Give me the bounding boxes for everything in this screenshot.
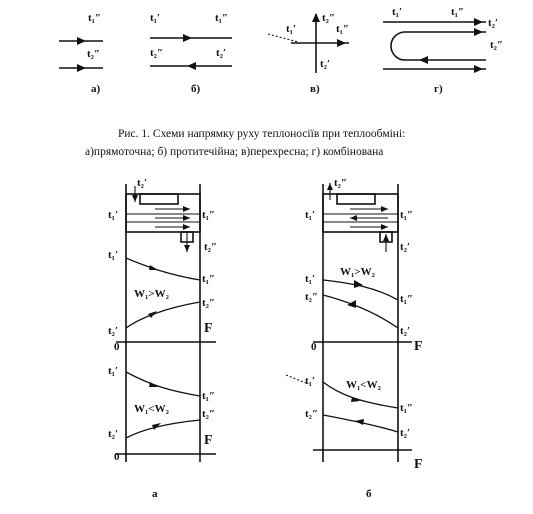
arrowhead-icon (474, 18, 483, 26)
scheme-g-combined-flow: t₁′ t₁″ t₂′ t₂″ г) (383, 6, 503, 95)
caption-line-2: а)прямоточна; б) протитечійна; в)перехре… (85, 146, 383, 158)
zero-label: 0 (114, 451, 120, 463)
label-t2-start: t₂″ (305, 291, 318, 303)
label-t2-out: t₂″ (490, 39, 503, 51)
arrowhead-icon (183, 34, 192, 42)
axis-f-label: F (414, 457, 423, 472)
label-t1-in: t₁′ (392, 6, 402, 18)
label-t2-end: t₂″ (202, 408, 215, 420)
arrowhead-icon (77, 64, 86, 72)
diagram-a-parallel: t₂′ t₁′ t₁″ t₂″ t₁′ t₁″ t₂″ t₂′ W₁>W₂ F … (108, 177, 217, 500)
exchanger-shell (322, 193, 399, 233)
condition-label: W₁<W₂ (134, 403, 170, 415)
label-t1-end: t₁″ (400, 402, 413, 414)
label-t1-start: t₁′ (108, 365, 118, 377)
exchanger-shell (125, 193, 201, 233)
inlet-nozzle (139, 193, 179, 205)
label-t2-out: t₂″ (150, 47, 163, 59)
arrowhead-icon (312, 13, 320, 22)
condition-label: W₁>W₂ (134, 288, 170, 300)
label-t2-end: t₂′ (400, 325, 410, 337)
label-t1-out: t₁″ (215, 12, 228, 24)
label-t1-in: t₁′ (150, 12, 160, 24)
scheme-a-parallel-flow: t₁″ t₂″ а) (59, 12, 103, 95)
arrowhead-icon (351, 397, 360, 402)
arrowhead-icon (77, 37, 86, 45)
arrowhead-icon (419, 56, 428, 64)
scheme-label: б) (191, 83, 201, 95)
t1-curve (125, 257, 201, 281)
label-t1-out: t₁″ (202, 209, 215, 221)
label-t1-start: t₁′ (108, 249, 118, 261)
caption-line-1: Рис. 1. Схеми напрямку руху теплоносіїв … (118, 128, 405, 140)
label-t2-out-top: t₂″ (334, 177, 347, 189)
scheme-v-cross-flow: t₁′ t₁″ t₂″ t₂′ в) (267, 12, 349, 95)
label-t1-in: t₁′ (108, 209, 118, 221)
scheme-label: в) (310, 83, 320, 95)
t1-curve (322, 279, 399, 301)
arrowhead-icon (148, 311, 157, 318)
label-t1-start: t₁′ (305, 273, 315, 285)
label-t2-in: t₂′ (216, 47, 226, 59)
label-t1-end: t₁″ (202, 273, 215, 285)
arrowhead-icon (347, 300, 356, 308)
leader-line (285, 374, 307, 384)
arrowhead-icon (474, 65, 483, 73)
label-t2-end: t₂″ (202, 297, 215, 309)
diagram-label: а (152, 488, 158, 500)
label-t2-start: t₂′ (108, 325, 118, 337)
label-t2-in-side: t₂′ (400, 241, 410, 253)
arrowhead-icon (355, 419, 364, 425)
arrowhead-icon (354, 280, 363, 288)
label-t1-in: t₁′ (305, 209, 315, 221)
t2-curve (125, 419, 201, 439)
t1-curve (125, 371, 201, 397)
axis-f-label: F (414, 339, 423, 354)
diagram-label: б (366, 488, 372, 500)
label-t2-in: t₂′ (320, 58, 330, 70)
arrowhead-icon (152, 423, 161, 430)
arrowhead-icon (187, 62, 196, 70)
t2-curve (322, 294, 399, 329)
label-t2-start: t₂′ (108, 428, 118, 440)
leader-line (267, 33, 299, 43)
condition-label: W₁<W₂ (346, 379, 382, 391)
u-tube-flow (390, 31, 486, 61)
label-t1-out: t₁″ (336, 23, 349, 35)
scheme-b-counter-flow: t₁′ t₁″ t₂″ t₂′ б) (150, 12, 232, 95)
t2-curve (125, 301, 201, 329)
label-t1-out: t₁″ (451, 6, 464, 18)
axis-f-label: F (204, 321, 213, 336)
diagram-b-counter: t₂″ t₁′ t₁″ t₂′ t₁′ t₂″ t₁″ t₂′ W₁>W₂ F … (285, 177, 423, 500)
label-t2-in: t₂′ (488, 17, 498, 29)
scheme-label: а) (91, 83, 101, 95)
condition-label: W₁>W₂ (340, 266, 376, 278)
arrowhead-icon (149, 265, 158, 270)
label-t1-in: t₁′ (286, 23, 296, 35)
label-t1-start: t₁′ (305, 375, 315, 387)
label-t2-out: t₂″ (87, 48, 100, 60)
label-t1-out: t₁″ (400, 209, 413, 221)
label-t2-end: t₂′ (400, 427, 410, 439)
scheme-label: г) (434, 83, 443, 95)
label-t2-out-top: t₂″ (204, 241, 217, 253)
arrowhead-icon (337, 39, 346, 47)
arrowhead-icon (149, 382, 158, 387)
label-t1-end: t₁″ (202, 390, 215, 402)
label-t2-out: t₂″ (322, 12, 335, 24)
arrowhead-icon (474, 28, 483, 36)
label-t2-in-top: t₂′ (137, 177, 147, 189)
label-t2-start: t₂″ (305, 408, 318, 420)
outlet-nozzle (336, 193, 376, 205)
label-t1-end: t₁″ (400, 293, 413, 305)
zero-label: 0 (311, 341, 317, 353)
label-t1-out: t₁″ (88, 12, 101, 24)
zero-label: 0 (114, 341, 120, 353)
axis-f-label: F (204, 433, 213, 448)
